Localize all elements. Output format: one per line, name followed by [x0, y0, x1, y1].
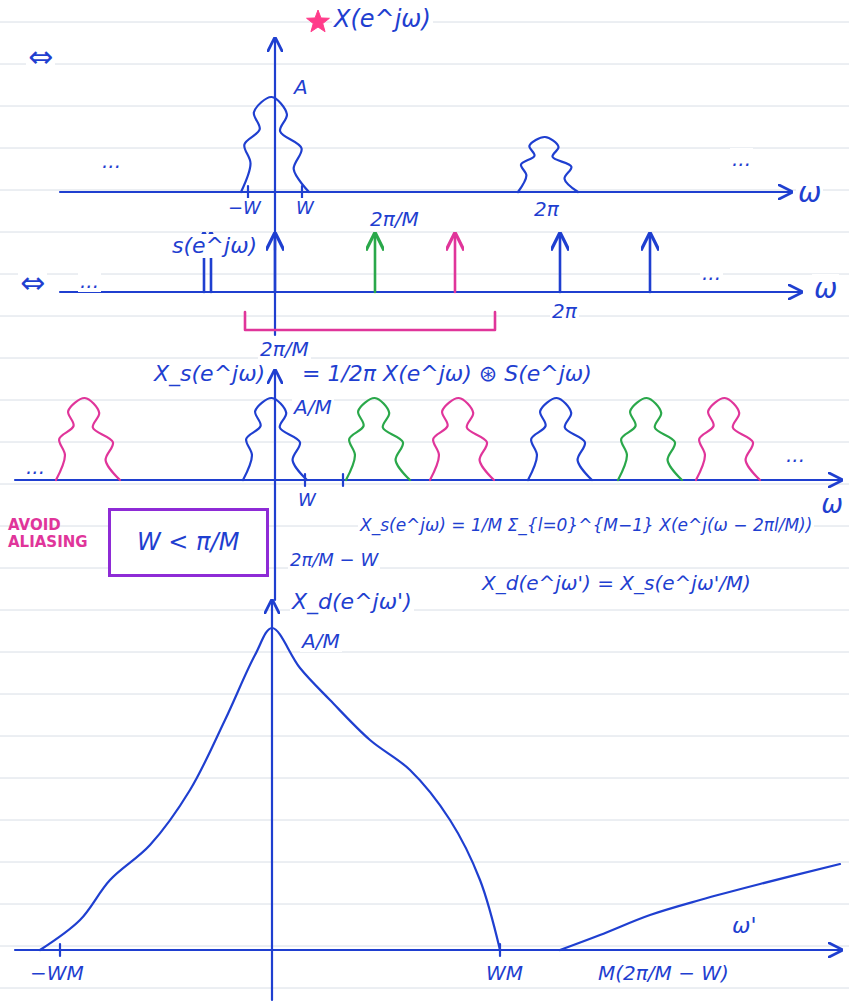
- spectrum-label: X_s(e^jω): [152, 362, 267, 386]
- spectrum-bump: [528, 398, 592, 480]
- frequency-axis: [15, 949, 840, 951]
- rule-line: [0, 736, 849, 737]
- rule-line: [0, 946, 849, 947]
- impulse-arrow: [454, 236, 457, 292]
- condition-box: AVOID ALIASINGW < π/M: [108, 508, 269, 577]
- rule-line: [0, 610, 849, 611]
- axis-label: ω: [796, 178, 823, 209]
- rule-line: [0, 484, 849, 485]
- convolution-formula: = 1/2π X(e^jω) ⊛ S(e^jω): [300, 362, 594, 386]
- spectrum-bump: [696, 398, 760, 480]
- amplitude-label: A: [292, 76, 310, 98]
- warning-heading: AVOID ALIASING: [8, 517, 104, 552]
- impulse-arrow: [649, 236, 652, 292]
- ellipsis: ...: [78, 270, 101, 292]
- spectrum-label: X_d(e^jω'): [290, 590, 414, 614]
- amplitude-label: A/M: [300, 630, 342, 652]
- tick-mark: [499, 944, 501, 956]
- downsampled-spectrum: [40, 628, 500, 950]
- rule-line: [0, 232, 849, 233]
- rule-line: [0, 904, 849, 905]
- rule-line: [0, 652, 849, 653]
- impulse-arrow: [374, 236, 377, 292]
- tick-label: 2π: [550, 300, 579, 322]
- spectrum-bump: [56, 398, 120, 480]
- spacing-label: 2π/M: [258, 338, 311, 360]
- ellipsis: ...: [700, 262, 723, 284]
- rule-line: [0, 316, 849, 317]
- rule-line: [0, 442, 849, 443]
- rule-line: [0, 694, 849, 695]
- rule-line: [0, 820, 849, 821]
- rule-line: [0, 106, 849, 107]
- frequency-axis: [60, 291, 800, 293]
- magnitude-axis: [274, 40, 276, 250]
- tick-label: −W: [226, 198, 263, 218]
- magnitude-axis: [274, 372, 276, 600]
- tick-mark: [304, 474, 306, 486]
- tick-label: 2π/M − W: [288, 550, 380, 570]
- rule-line: [0, 64, 849, 65]
- ellipsis: ...: [730, 148, 753, 170]
- spectrum-bump: [346, 398, 410, 480]
- ellipsis: ...: [100, 150, 123, 172]
- tick-label: 2π: [532, 198, 561, 220]
- spacing-label: 2π/M: [368, 208, 421, 230]
- impulse-arrow: [559, 236, 562, 292]
- next-replica: [560, 864, 840, 950]
- rule-line: [0, 148, 849, 149]
- spectrum-bump: [618, 398, 682, 480]
- spectrum-bump: [518, 137, 578, 192]
- spectrum-bump: [430, 398, 494, 480]
- rule-line: [0, 778, 849, 779]
- ellipsis: ...: [24, 456, 47, 478]
- tick-label: WM: [484, 962, 525, 984]
- impulse-arrow: [274, 236, 277, 292]
- tick-label: W: [296, 490, 318, 510]
- downsample-formula: X_d(e^jω') = X_s(e^jω'/M): [480, 572, 753, 594]
- spectrum-label: X(e^jω): [332, 6, 433, 32]
- ellipsis: ...: [784, 444, 807, 466]
- frequency-axis: [60, 191, 790, 193]
- magnitude-axis: [271, 602, 273, 1000]
- tick-mark: [59, 944, 61, 956]
- star-mark: [307, 10, 330, 32]
- transform-pair: ⇔: [18, 266, 47, 299]
- amplitude-label: A/M: [292, 396, 334, 418]
- tick-label: W: [294, 198, 316, 218]
- notebook-rules: [0, 22, 849, 988]
- tick-label: M(2π/M − W): [596, 962, 731, 984]
- spectrum-bump: [241, 97, 309, 192]
- frequency-axis: [15, 479, 840, 481]
- tick-label: −WM: [28, 962, 86, 984]
- rule-line: [0, 358, 849, 359]
- rule-line: [0, 988, 849, 989]
- tick-mark: [301, 186, 303, 198]
- spectrum-label: s(e^jω): [170, 234, 259, 258]
- axis-label: ω: [812, 274, 839, 305]
- transform-pair: ⇔: [26, 40, 55, 73]
- axis-label: ω': [730, 914, 758, 938]
- rule-line: [0, 862, 849, 863]
- condition-text: W < π/M: [137, 529, 240, 555]
- axis-label: ω: [819, 490, 845, 519]
- period-bracket: [245, 312, 495, 330]
- sum-formula: X_s(e^jω) = 1/M Σ_{l=0}^{M−1} X(e^j(ω − …: [358, 516, 814, 535]
- tick-mark: [342, 474, 344, 486]
- rule-line: [0, 190, 849, 191]
- tick-mark: [247, 186, 249, 198]
